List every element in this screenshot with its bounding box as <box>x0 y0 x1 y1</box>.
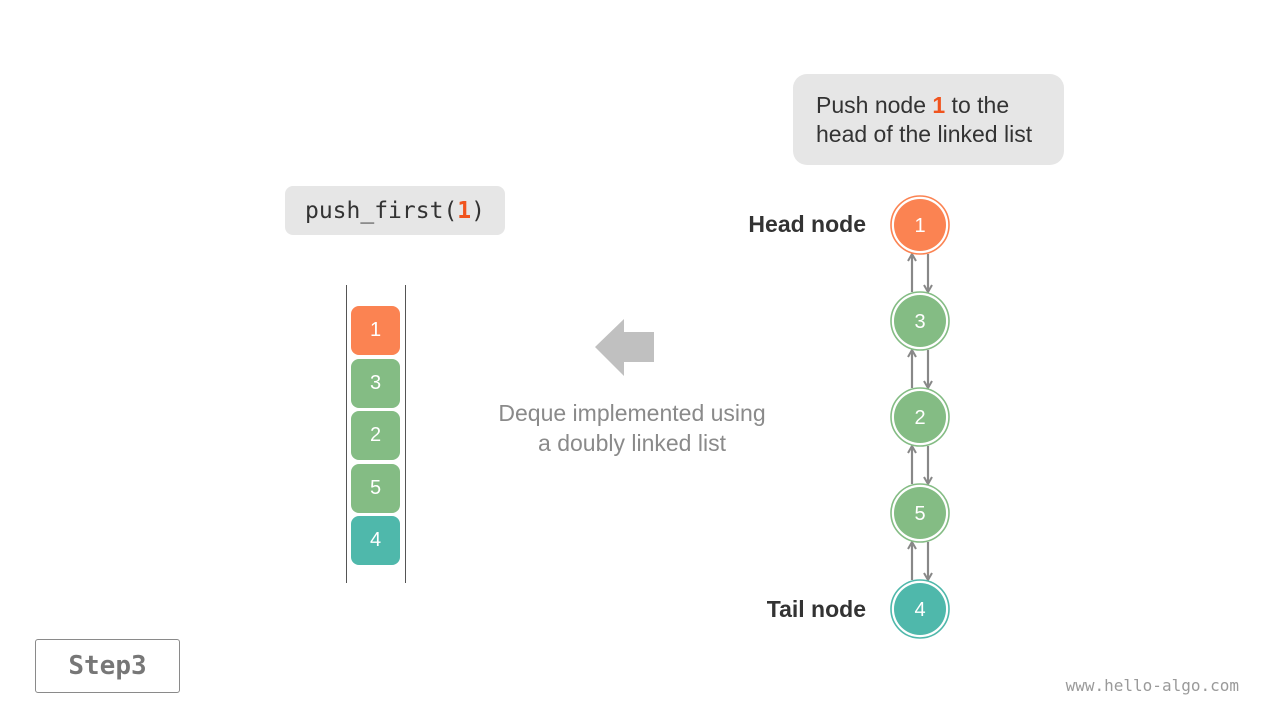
list-node: 3 <box>890 291 950 351</box>
list-node: 5 <box>890 483 950 543</box>
list-node: 4 <box>890 579 950 639</box>
list-node-value: 2 <box>914 407 925 429</box>
callout-after: to the <box>945 92 1010 118</box>
deque-wall-right <box>405 285 406 583</box>
step-label: Step <box>68 651 131 681</box>
list-node-value: 1 <box>914 215 925 237</box>
list-node-value: 4 <box>914 599 925 621</box>
deque-wall-left <box>346 285 347 583</box>
tail-node-label: Tail node <box>766 596 866 622</box>
deque-cell: 1 <box>351 306 400 355</box>
operation-label: push_first(1) <box>285 186 505 235</box>
deque-cell: 4 <box>351 516 400 565</box>
operation-prefix: push_first( <box>304 197 458 224</box>
operation-suffix: ) <box>471 197 486 224</box>
step-badge: Step 3 <box>35 639 180 693</box>
deque-caption: Deque implemented using a doubly linked … <box>472 398 792 458</box>
callout-line-2: head of the linked list <box>816 121 1033 147</box>
watermark: www.hello-algo.com <box>1065 676 1239 695</box>
callout-before: Push node <box>816 92 933 118</box>
callout-value: 1 <box>932 92 946 118</box>
deque-cell: 2 <box>351 411 400 460</box>
list-node: 1 <box>890 195 950 255</box>
deque-cell: 5 <box>351 463 400 513</box>
callout-line-1: Push node 1 to the <box>816 91 1064 120</box>
list-node: 2 <box>890 387 950 447</box>
list-node-value: 3 <box>914 311 925 333</box>
head-node-label: Head node <box>748 211 866 237</box>
left-arrow-icon <box>595 319 654 376</box>
caption-line-2: a doubly linked list <box>538 430 726 456</box>
operation-arg: 1 <box>457 197 472 224</box>
deque-cell: 3 <box>351 358 400 408</box>
step-number: 3 <box>130 651 147 681</box>
list-node-value: 5 <box>914 503 925 525</box>
caption-line-1: Deque implemented using <box>498 400 766 426</box>
step-callout: Push node 1 to the head of the linked li… <box>793 74 1064 165</box>
